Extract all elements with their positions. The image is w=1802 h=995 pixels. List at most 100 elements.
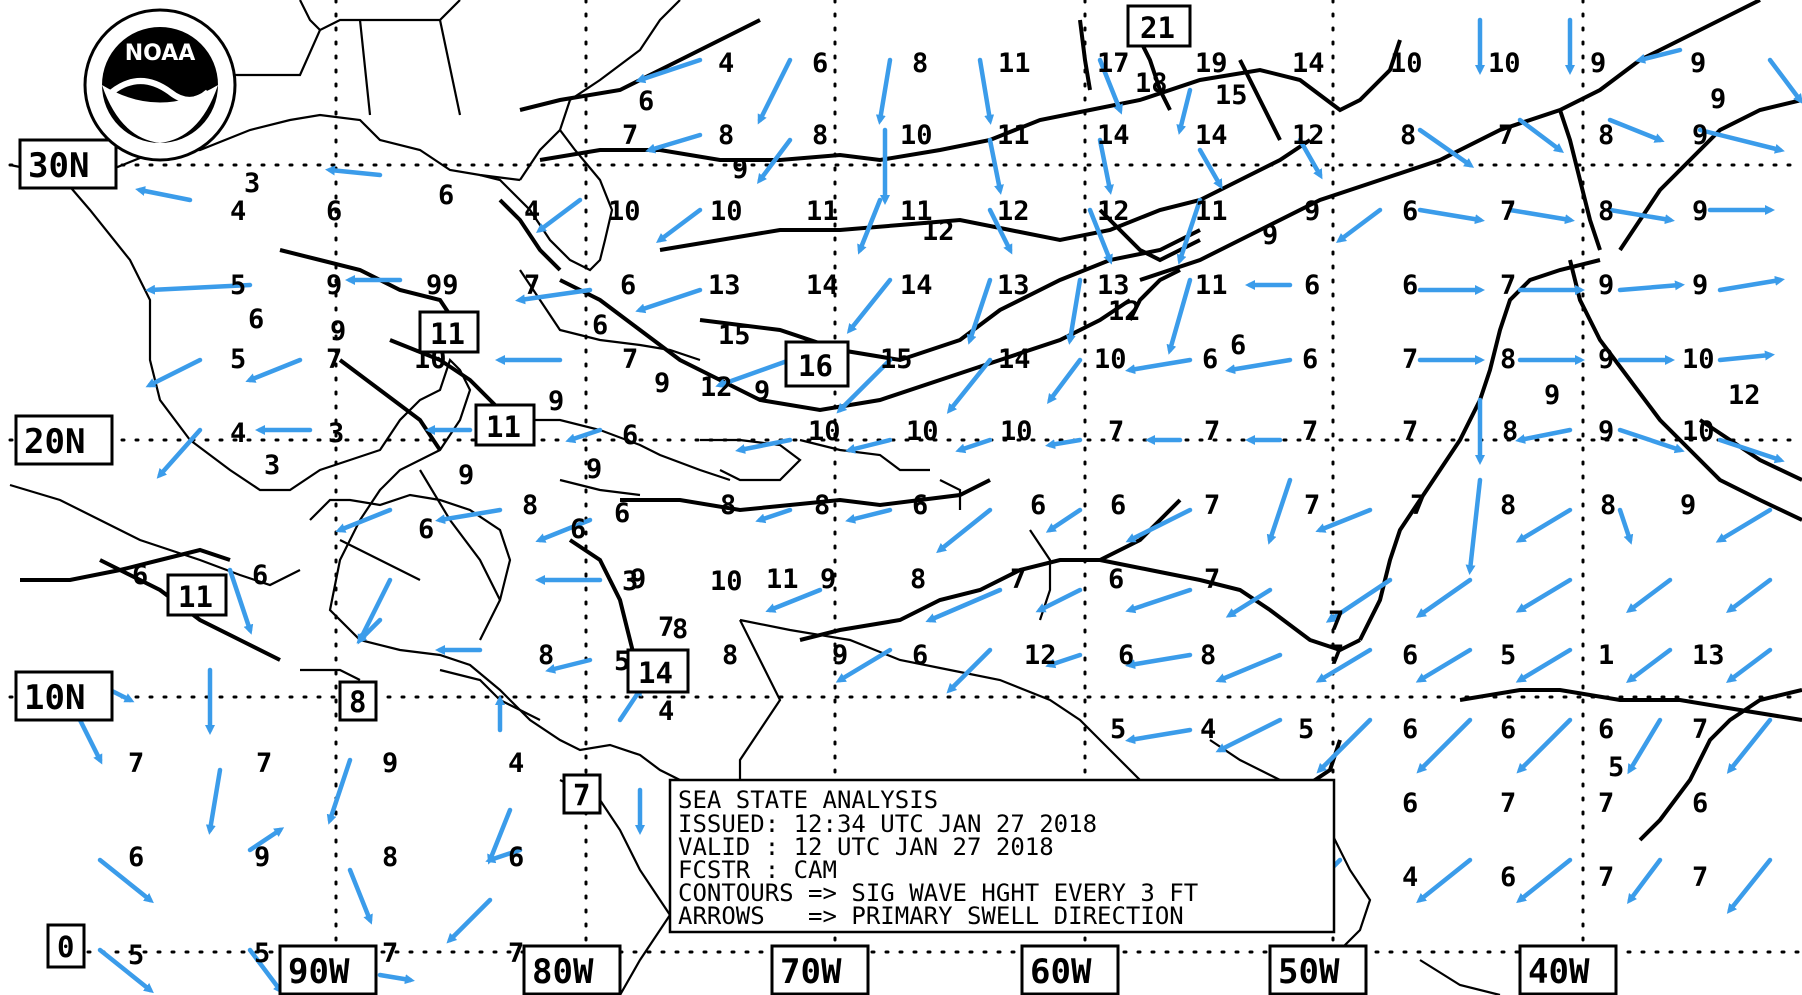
wave-height: 5 [1110, 714, 1126, 745]
wave-height: 10 [900, 120, 933, 151]
wave-height: 6 [1030, 490, 1046, 521]
wave-height: 14 [1195, 120, 1228, 151]
wave-height: 4 [718, 48, 734, 79]
wave-height: 6 [1110, 490, 1126, 521]
wave-height: 8 [910, 564, 926, 595]
boxed-value: 16 [798, 349, 833, 383]
wave-height: 7 [1598, 862, 1614, 893]
wave-height: 6 [638, 86, 654, 117]
wave-height: 5 [230, 270, 246, 301]
wave-height: 8 [1500, 490, 1516, 521]
wave-height: 6 [1230, 330, 1246, 361]
wave-height: 12 [1728, 380, 1761, 411]
wave-height: 4 [1402, 862, 1418, 893]
wave-height: 13 [1097, 270, 1130, 301]
coastlines [9, 0, 1501, 995]
wave-height: 12 [700, 372, 733, 403]
lon-label-70w: 70W [780, 952, 842, 992]
wave-height: 9 [1692, 120, 1708, 151]
wave-height: 7 [1204, 416, 1220, 447]
lon-label-90w: 90W [288, 952, 350, 992]
boxed-value: 0 [57, 930, 74, 964]
wave-height: 6 [1108, 564, 1124, 595]
wave-height: 8 [1200, 640, 1216, 671]
wave-height: 10 [1094, 344, 1127, 375]
wave-height: 9 [326, 270, 342, 301]
boxed-value: 11 [486, 410, 521, 444]
noaa-logo: NOAA [83, 8, 237, 162]
wave-height: 10 [1488, 48, 1521, 79]
wave-height: 7 [256, 748, 272, 779]
wave-height: 9 [654, 368, 670, 399]
wave-height: 6 [912, 640, 928, 671]
wave-height: 12 [1097, 196, 1130, 227]
wave-height: 6 [912, 490, 928, 521]
wave-height: 6 [1500, 714, 1516, 745]
boxed-value: 21 [1140, 11, 1175, 45]
wave-height: 7 [382, 938, 398, 969]
swell-arrows [77, 17, 1802, 994]
wave-height: 6 [128, 842, 144, 873]
wave-height: 11 [998, 48, 1031, 79]
wave-height: 14 [1292, 48, 1325, 79]
wave-height: 7 [1500, 270, 1516, 301]
wave-height: 5 [1500, 640, 1516, 671]
wave-height: 7 [1328, 606, 1344, 637]
wave-height: 6 [1402, 714, 1418, 745]
wave-height: 7 [1328, 640, 1344, 671]
wave-height: 6 [252, 560, 268, 591]
boxed-value: 11 [430, 317, 465, 351]
wave-height: 7 [1692, 714, 1708, 745]
wave-height: 6 [812, 48, 828, 79]
lon-label-40w: 40W [1528, 952, 1590, 992]
wave-height: 9 [1710, 84, 1726, 115]
wave-height: 6 [1402, 196, 1418, 227]
wave-height: 9 [1680, 490, 1696, 521]
wave-height: 8 [1502, 416, 1518, 447]
wave-height: 17 [1097, 48, 1130, 79]
wave-height: 10 [608, 196, 641, 227]
wave-height: 9 [1692, 196, 1708, 227]
boxed-value: 7 [573, 778, 590, 812]
wave-height: 6 [1118, 640, 1134, 671]
lon-label-80w: 80W [532, 952, 594, 992]
wave-height: 10 [906, 416, 939, 447]
wave-height: 8 [1400, 120, 1416, 151]
wave-height: 5 [254, 938, 270, 969]
wave-height: 6 [570, 514, 586, 545]
wave-height: 9 [1590, 48, 1606, 79]
wave-height: 6 [418, 514, 434, 545]
wave-height: 3 [244, 168, 260, 199]
lon-label-60w: 60W [1030, 952, 1092, 992]
wave-height: 4 [508, 748, 524, 779]
wave-height: 10 [710, 196, 743, 227]
wave-height: 7 [1204, 564, 1220, 595]
wave-height: 6 [622, 420, 638, 451]
wave-contours [20, 0, 1802, 842]
wave-height: 9 [1598, 344, 1614, 375]
wave-height: 10 [1000, 416, 1033, 447]
wave-height: 7 [1010, 564, 1026, 595]
wave-height: 3 [328, 418, 344, 449]
wave-height: 5 [128, 940, 144, 971]
wave-height: 8 [718, 120, 734, 151]
wave-height: 12 [1292, 120, 1325, 151]
wave-height: 5 [1608, 752, 1624, 783]
boxed-value: 8 [349, 685, 366, 719]
wave-height: 8 [1600, 490, 1616, 521]
wave-height: 4 [230, 196, 246, 227]
wave-height: 4 [230, 418, 246, 449]
wave-height: 6 [1402, 788, 1418, 819]
wave-height: 8 [722, 640, 738, 671]
wave-height: 6 [614, 498, 630, 529]
latitude-labels: 30N 20N 10N [14, 138, 118, 722]
wave-height: 7 [1500, 788, 1516, 819]
wave-height: 7 [1302, 416, 1318, 447]
legend-box: SEA STATE ANALYSIS ISSUED: 12:34 UTC JAN… [668, 778, 1336, 934]
wave-height: 7 [622, 120, 638, 151]
wave-height: 9 [1304, 196, 1320, 227]
wave-height: 7 [622, 344, 638, 375]
boxed-value: 11 [178, 580, 213, 614]
wave-height: 6 [1692, 788, 1708, 819]
wave-height: 8 [1598, 120, 1614, 151]
